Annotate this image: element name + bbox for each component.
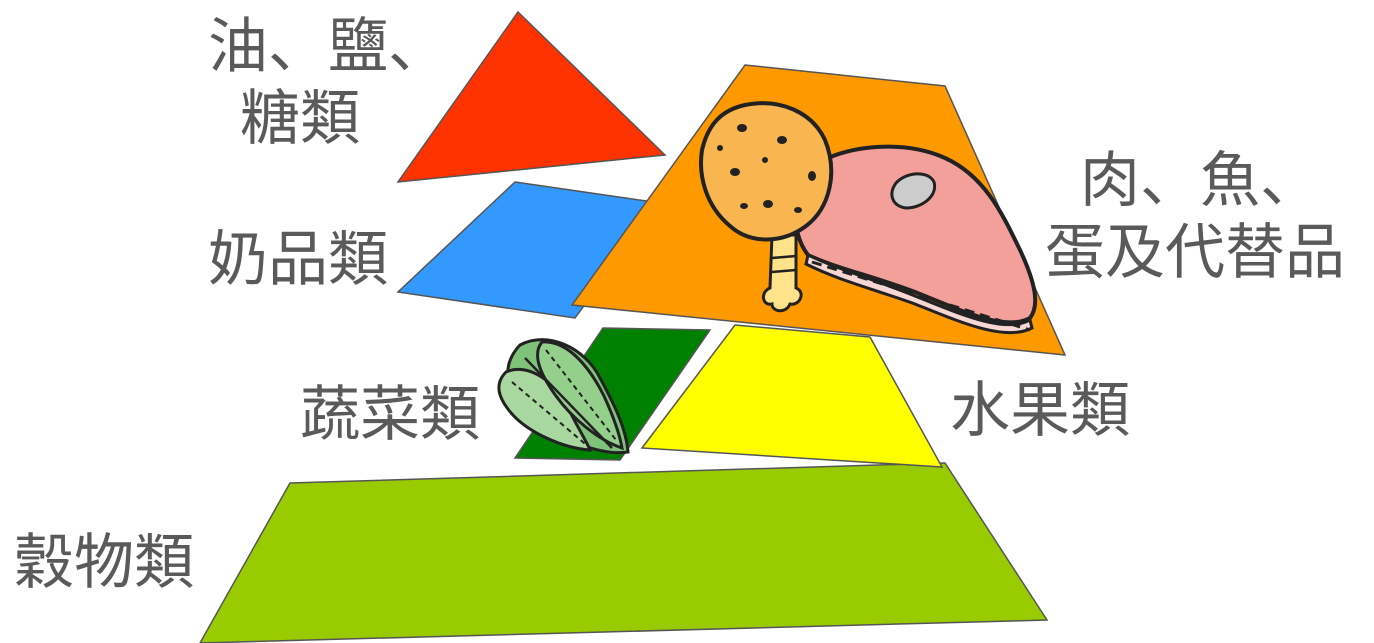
grains-shape bbox=[199, 462, 1049, 643]
meat-fish-egg-label-line1: 肉、魚、 bbox=[1080, 146, 1320, 216]
oil-salt-sugar-shape bbox=[396, 10, 667, 183]
dairy-label: 奶品類 bbox=[208, 225, 388, 295]
oil-salt-sugar-label-line1: 油、鹽、 bbox=[208, 12, 448, 82]
vegetables-label: 蔬菜類 bbox=[300, 380, 480, 450]
grains-label: 穀物類 bbox=[14, 528, 194, 598]
oil-salt-sugar-label-line2: 糖類 bbox=[240, 84, 360, 154]
fruit-shape bbox=[640, 324, 944, 468]
steak-icon bbox=[793, 144, 1038, 335]
chicken-drumstick-icon bbox=[699, 101, 834, 313]
fruit-label: 水果類 bbox=[950, 376, 1130, 446]
lettuce-icon bbox=[497, 338, 630, 455]
meat-fish-egg-label-line2: 蛋及代替品 bbox=[1045, 218, 1345, 288]
